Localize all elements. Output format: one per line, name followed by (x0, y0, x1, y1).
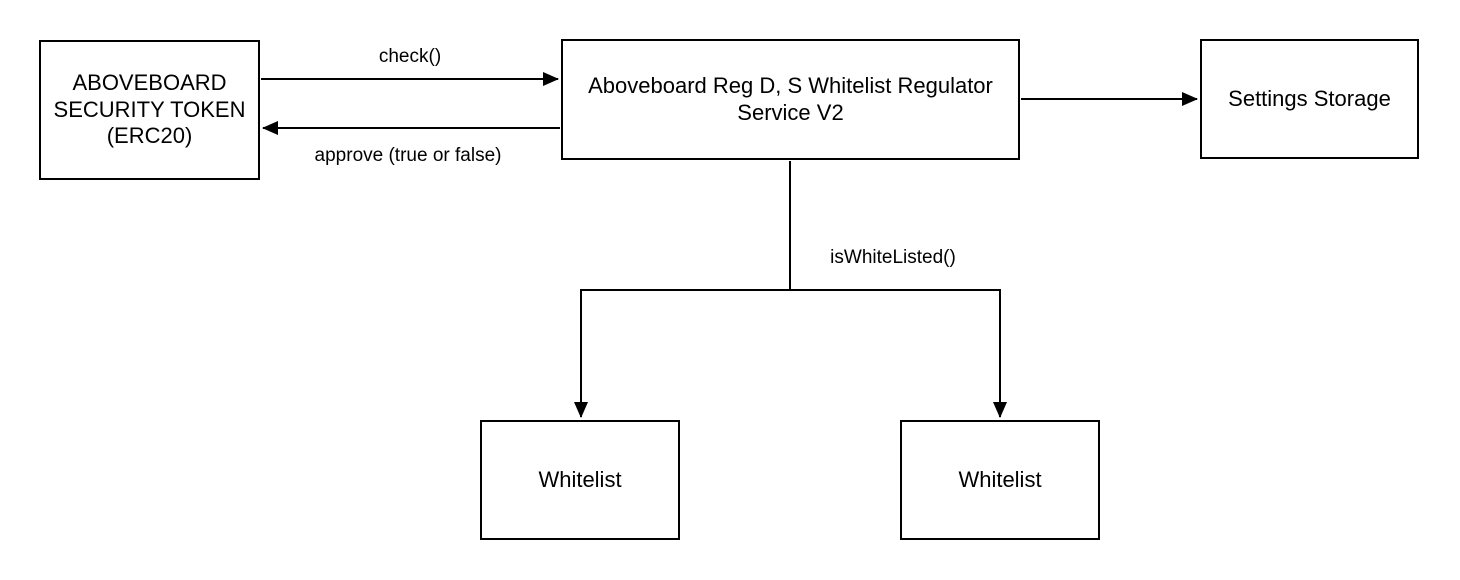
node-settings-storage-label: Settings Storage (1228, 85, 1391, 111)
node-aboveboard-security-token-label: ABOVEBOARD SECURITY TOKEN (ERC20) (53, 70, 246, 149)
node-aboveboard-security-token: ABOVEBOARD SECURITY TOKEN (ERC20) (39, 40, 260, 180)
node-whitelist-left-label: Whitelist (538, 466, 622, 492)
node-settings-storage: Settings Storage (1200, 39, 1419, 159)
node-whitelist-regulator-service: Aboveboard Reg D, S Whitelist Regulator … (561, 39, 1020, 160)
node-whitelist-right-label: Whitelist (958, 466, 1042, 492)
edge-label-check: check() (375, 46, 445, 68)
edge-label-approve: approve (true or false) (311, 145, 505, 167)
node-whitelist-left: Whitelist (480, 420, 680, 540)
node-whitelist-right: Whitelist (900, 420, 1100, 540)
edge-label-iswhitelisted: isWhiteListed() (827, 247, 959, 269)
node-whitelist-regulator-service-label: Aboveboard Reg D, S Whitelist Regulator … (588, 73, 993, 125)
